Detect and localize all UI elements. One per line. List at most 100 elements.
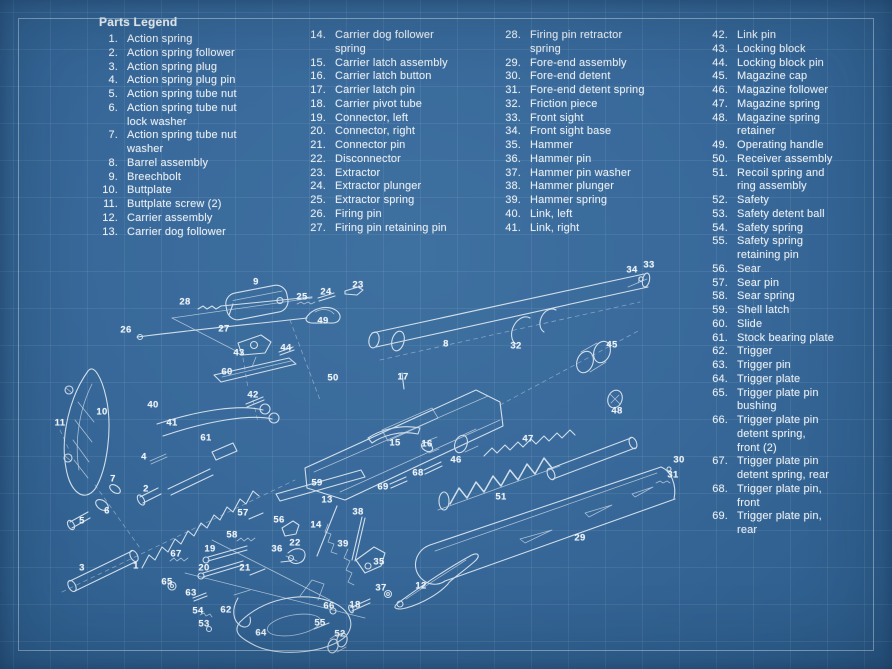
legend-item-label: Friction piece bbox=[530, 97, 598, 110]
legend-item-number: 15. bbox=[310, 56, 326, 69]
legend-item-label: Stock bearing plate bbox=[737, 331, 835, 344]
legend-item-label: Connector, right bbox=[335, 125, 416, 138]
callout-27: 27 bbox=[218, 323, 230, 335]
legend-item-number: 38. bbox=[505, 180, 521, 193]
legend-item-label: Recoil spring and ring assembly bbox=[737, 166, 825, 193]
legend-item-label: Hammer pin washer bbox=[530, 166, 631, 179]
legend-item-label: Extractor bbox=[335, 166, 381, 179]
legend-item-label: Link, right bbox=[530, 221, 580, 234]
callout-55: 55 bbox=[314, 617, 326, 629]
legend-item-label: Extractor plunger bbox=[335, 180, 422, 193]
legend-item-54: 54. Safety spring bbox=[706, 222, 871, 236]
legend-item-number: 65. bbox=[712, 386, 728, 399]
legend-item-number: 23. bbox=[310, 166, 326, 179]
legend-item-59: 59.Shell latch bbox=[706, 304, 871, 318]
legend-item-number: 18. bbox=[310, 97, 326, 110]
legend-item-label: Action spring plug pin bbox=[127, 74, 236, 87]
legend-item-label: Safety detent ball bbox=[737, 207, 825, 220]
legend-item-label: Slide bbox=[737, 317, 763, 330]
callout-24: 24 bbox=[320, 286, 332, 298]
callout-11: 11 bbox=[54, 417, 66, 429]
legend-item-label: Magazine cap bbox=[737, 70, 808, 83]
callout-22: 22 bbox=[289, 537, 301, 549]
legend-item-5: 5.Action spring tube nut bbox=[96, 88, 311, 102]
legend-item-label: Safety spring bbox=[737, 221, 804, 234]
callout-44: 44 bbox=[280, 342, 292, 354]
legend-item-label: Hammer plunger bbox=[530, 180, 615, 193]
legend-item-label: Trigger plate pin bushing bbox=[737, 386, 819, 413]
callout-47: 47 bbox=[522, 433, 534, 445]
legend-item-label: Magazine spring retainer bbox=[737, 111, 820, 138]
callout-49: 49 bbox=[317, 315, 329, 327]
legend-item-number: 13. bbox=[102, 225, 118, 238]
legend-item-67: 67.Trigger plate pin detent spring, rear bbox=[706, 455, 871, 483]
construction-lines bbox=[59, 297, 641, 619]
legend-item-50: 50.Receiver assembly bbox=[706, 153, 871, 167]
legend-item-10: 10.Buttplate bbox=[96, 184, 311, 198]
legend-item-label: Extractor spring bbox=[335, 194, 415, 206]
legend-item-number: 47. bbox=[712, 97, 728, 110]
legend-item-63: 63.Trigger pin bbox=[706, 359, 871, 373]
legend-item-34: 34.Front sight base bbox=[499, 125, 694, 139]
legend-item-14: 14.Carrier dog follower spring bbox=[304, 29, 494, 57]
legend-item-number: 41. bbox=[505, 221, 521, 234]
callout-61: 61 bbox=[200, 432, 212, 444]
legend-item-label: Magazine spring bbox=[737, 97, 820, 110]
legend-item-number: 67. bbox=[712, 455, 728, 468]
callout-46: 46 bbox=[450, 454, 462, 466]
callout-37: 37 bbox=[375, 582, 387, 594]
legend-item-number: 64. bbox=[712, 372, 728, 385]
legend-item-label: Sear bbox=[737, 262, 761, 275]
callout-29: 29 bbox=[574, 532, 586, 544]
legend-item-label: Carrier latch pin bbox=[335, 84, 416, 96]
legend-item-60: 60.Slide bbox=[706, 318, 871, 332]
legend-item-19: 19.Connector, left bbox=[304, 112, 494, 126]
legend-item-label: Sear spring bbox=[737, 290, 795, 303]
legend-item-number: 53. bbox=[712, 207, 728, 220]
legend-item-label: Action spring plug bbox=[127, 60, 218, 73]
legend-item-number: 27. bbox=[310, 221, 326, 234]
legend-item-51: 51.Recoil spring and ring assembly bbox=[706, 167, 871, 195]
callout-60: 60 bbox=[221, 366, 233, 378]
legend-item-number: 7. bbox=[108, 129, 118, 142]
callout-51: 51 bbox=[495, 491, 507, 503]
legend-item-4: 4.Action spring plug pin bbox=[96, 74, 311, 88]
legend-item-32: 32. Friction piece bbox=[499, 98, 694, 112]
legend-item-number: 32. bbox=[505, 97, 521, 110]
callout-69: 69 bbox=[377, 481, 389, 493]
callout-18: 18 bbox=[349, 599, 361, 611]
legend-item-label: Connector pin bbox=[335, 139, 406, 151]
legend-item-label: Hammer bbox=[530, 139, 574, 151]
legend-item-label: Trigger plate pin, front bbox=[737, 482, 822, 509]
legend-item-48: 48.Magazine spring retainer bbox=[706, 112, 871, 140]
callout-50: 50 bbox=[327, 372, 339, 384]
callout-36: 36 bbox=[271, 543, 283, 555]
legend-item-label: Carrier latch assembly bbox=[335, 56, 448, 69]
callout-58: 58 bbox=[226, 529, 238, 541]
legend-item-number: 54. bbox=[712, 221, 728, 234]
legend-item-number: 46. bbox=[712, 84, 728, 96]
legend-item-label: Connector, left bbox=[335, 111, 409, 124]
callout-35: 35 bbox=[373, 556, 385, 568]
legend-item-46: 46.Magazine follower bbox=[706, 84, 871, 98]
legend-item-number: 6. bbox=[108, 101, 118, 114]
callout-32: 32 bbox=[510, 340, 522, 352]
legend-item-label: Locking block bbox=[737, 42, 806, 55]
legend-item-label: Receiver assembly bbox=[737, 152, 833, 165]
legend-item-label: Trigger plate pin, rear bbox=[737, 510, 822, 536]
legend-item-62: 62.Trigger bbox=[706, 345, 871, 359]
legend-item-22: 22.Disconnector bbox=[304, 153, 494, 167]
legend-item-label: Trigger pin bbox=[737, 359, 791, 371]
callout-41: 41 bbox=[166, 417, 178, 429]
legend-item-label: Safety bbox=[737, 194, 770, 206]
legend-item-number: 69. bbox=[712, 510, 728, 523]
legend-item-label: Hammer pin bbox=[530, 152, 592, 165]
legend-item-number: 66. bbox=[712, 414, 728, 426]
callout-48: 48 bbox=[611, 405, 623, 417]
callout-19: 19 bbox=[204, 543, 216, 555]
callout-30: 30 bbox=[673, 454, 685, 466]
legend-item-49: 49.Operating handle bbox=[706, 139, 871, 153]
